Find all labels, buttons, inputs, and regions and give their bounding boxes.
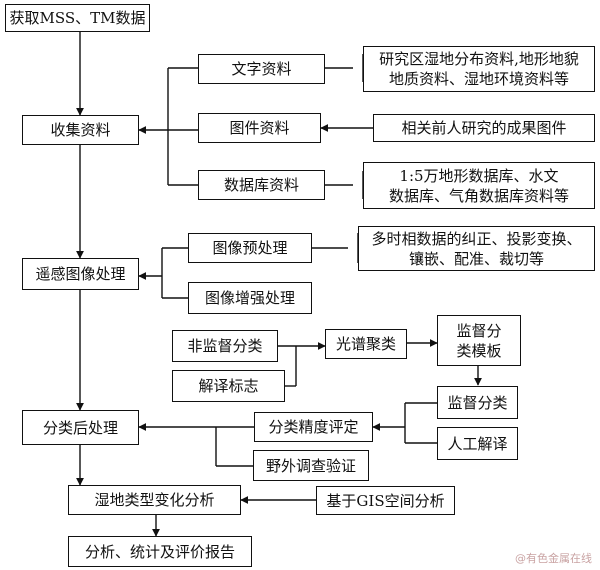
node-enhance: 图像增强处理 bbox=[188, 282, 312, 314]
node-text-data: 文字资料 bbox=[198, 54, 325, 84]
node-gis-analysis: 基于GIS空间分析 bbox=[316, 486, 455, 515]
node-accuracy: 分类精度评定 bbox=[254, 412, 373, 442]
node-pre-detail: 多时相数据的纠正、投影变换、 镶嵌、配准、裁切等 bbox=[358, 226, 595, 271]
node-template: 监督分 类模板 bbox=[437, 315, 521, 366]
node-map-data: 图件资料 bbox=[198, 113, 321, 143]
node-db-detail: 1:5万地形数据库、水文 数据库、气角数据库资料等 bbox=[363, 162, 595, 209]
node-interpret-mark: 解译标志 bbox=[172, 370, 285, 402]
node-spectral-cluster: 光谱聚类 bbox=[325, 329, 407, 359]
node-preprocess: 图像预处理 bbox=[188, 233, 312, 263]
node-db-data: 数据库资料 bbox=[198, 170, 325, 200]
watermark: @有色金属在线 bbox=[515, 552, 592, 565]
node-get-data: 获取MSS、TM数据 bbox=[5, 4, 150, 32]
node-text-detail: 研究区湿地分布资料,地形地貌 地质资料、湿地环境资料等 bbox=[363, 46, 595, 92]
node-report: 分析、统计及评价报告 bbox=[68, 536, 252, 567]
node-supervised: 监督分类 bbox=[437, 386, 518, 419]
node-unsupervised: 非监督分类 bbox=[172, 330, 278, 362]
node-change-analysis: 湿地类型变化分析 bbox=[68, 485, 241, 515]
node-rs-process: 遥感图像处理 bbox=[22, 258, 139, 290]
node-map-detail: 相关前人研究的成果图件 bbox=[373, 114, 595, 142]
node-collect: 收集资料 bbox=[22, 115, 139, 145]
node-field-check: 野外调查验证 bbox=[253, 450, 369, 481]
node-manual: 人工解译 bbox=[437, 427, 518, 460]
node-post-process: 分类后处理 bbox=[22, 410, 139, 445]
